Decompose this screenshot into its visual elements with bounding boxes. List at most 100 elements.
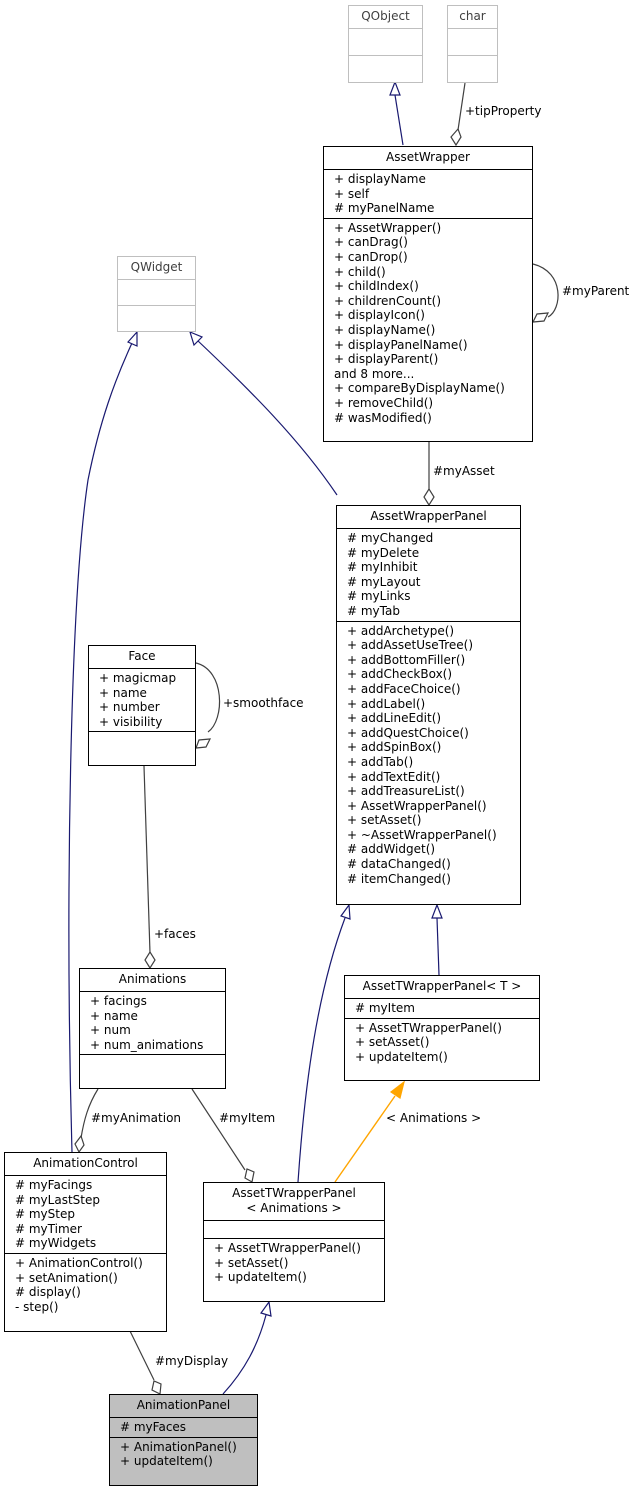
class-qwidget[interactable]: QWidget (117, 256, 196, 332)
attributes-section (204, 1220, 384, 1238)
aggregation-diamond (423, 487, 435, 507)
attribute: # myTab (347, 603, 400, 618)
attribute: + magicmap (99, 671, 177, 685)
edge-label-myasset: #myAsset (433, 464, 495, 478)
attribute: + num (90, 1023, 131, 1038)
inheritance-arrowhead (389, 80, 401, 96)
attribute: # myWidgets (15, 1236, 97, 1251)
method: + updateItem() (214, 1270, 307, 1285)
method: # display() (15, 1285, 81, 1300)
class-name: Face (128, 649, 156, 663)
method: + addSpinBox() (347, 740, 442, 755)
class-qobject[interactable]: QObject (348, 5, 423, 83)
class-name: char (459, 9, 486, 23)
edge-assetwrapperpanel-inherits-qwidget (196, 339, 338, 496)
edge-assetwrapper-inherits-qobject (394, 94, 404, 146)
attributes-section (349, 28, 422, 55)
edge-animationpanel-inherits-atwp (222, 1314, 267, 1395)
attribute: # myStep (15, 1207, 75, 1222)
attribute: # myLinks (347, 589, 411, 604)
edge-animationpanel-mydisplay (129, 1330, 155, 1381)
inheritance-arrowhead (340, 903, 351, 920)
edge-label-smoothface: +smoothface (223, 696, 304, 710)
attributes-section (118, 279, 195, 305)
template-arrowhead (389, 1080, 406, 1099)
attribute: + displayName (334, 172, 426, 186)
attributes-section (448, 28, 497, 55)
method: # wasModified() (334, 410, 432, 425)
class-assettwrapperpanel-t[interactable]: AssetTWrapperPanel< T ># myItem+ AssetTW… (344, 975, 540, 1081)
attribute: # myInhibit (347, 560, 418, 575)
method: + addAssetUseTree() (347, 638, 474, 653)
edge-atwp-t-inherits-assetwrapperpanel (436, 917, 440, 976)
method: + AnimationControl() (15, 1255, 143, 1270)
method: + addTreasureList() (347, 784, 465, 799)
attribute: + name (90, 1008, 138, 1023)
methods-section: + AssetWrapper()+ canDrag()+ canDrop()+ … (324, 217, 532, 441)
method: + child() (334, 264, 386, 279)
methods-section (80, 1054, 225, 1088)
class-animations[interactable]: Animations+ facings+ name+ num+ num_anim… (79, 968, 226, 1089)
class-char[interactable]: char (447, 5, 498, 83)
method: + displayParent() (334, 352, 439, 367)
attribute: # myLastStep (15, 1192, 100, 1207)
attribute: + facings (90, 994, 147, 1008)
attribute: # myFacings (15, 1178, 93, 1192)
methods-section: + AssetTWrapperPanel()+ setAsset()+ upda… (204, 1238, 384, 1301)
attribute: # myTimer (15, 1221, 82, 1236)
class-name: AssetWrapperPanel (370, 509, 487, 523)
inheritance-arrowhead (189, 330, 204, 347)
aggregation-diamond (244, 1168, 255, 1183)
method: + addFaceChoice() (347, 681, 461, 696)
class-name: AnimationControl (33, 1156, 138, 1170)
attribute: # myDelete (347, 545, 420, 560)
class-animationpanel[interactable]: AnimationPanel# myFaces+ AnimationPanel(… (109, 1394, 258, 1486)
method: + updateItem() (355, 1049, 448, 1064)
method: + addLabel() (347, 696, 426, 711)
class-name: AssetWrapper (386, 150, 470, 164)
method: + addArchetype() (347, 623, 455, 638)
method: + displayPanelName() (334, 337, 468, 352)
class-assetwrapperpanel[interactable]: AssetWrapperPanel # myChanged# myDelete# … (336, 505, 521, 905)
class-name: AssetTWrapperPanel < Animations > (232, 1186, 356, 1215)
inheritance-arrowhead (127, 330, 138, 347)
edge-label-myparent: #myParent (562, 284, 630, 298)
method: + addCheckBox() (347, 667, 453, 682)
attributes-section: # myFacings# myLastStep# myStep# myTimer… (5, 1175, 166, 1253)
class-assetwrapper[interactable]: AssetWrapper + displayName+ self# myPanel… (323, 146, 533, 442)
method: + addLineEdit() (347, 711, 442, 726)
edge-label-mydisplay: #myDisplay (155, 1354, 229, 1368)
method: + setAsset() (355, 1035, 430, 1050)
edge-face-smoothface (195, 662, 221, 733)
class-name: QObject (361, 9, 410, 23)
class-name: AssetTWrapperPanel< T > (362, 979, 522, 993)
inheritance-arrowhead (260, 1300, 272, 1317)
methods-section (118, 305, 195, 331)
attribute: # myPanelName (334, 201, 435, 216)
edge-label-myanimation: #myAnimation (91, 1111, 182, 1125)
methods-section: + AssetTWrapperPanel()+ setAsset()+ upda… (345, 1017, 539, 1080)
edge-template-instance (334, 1095, 396, 1183)
attribute: + number (99, 700, 160, 715)
inheritance-arrowhead (431, 903, 443, 919)
attributes-section: # myChanged# myDelete# myInhibit# myLayo… (337, 528, 520, 621)
aggregation-diamond (144, 950, 156, 970)
attribute: + visibility (99, 714, 163, 729)
method: # itemChanged() (347, 871, 451, 886)
aggregation-diamond (450, 127, 462, 147)
attributes-section: + displayName+ self# myPanelName (324, 169, 532, 218)
edge-animations-faces (143, 765, 151, 954)
class-face[interactable]: Face + magicmap+ name+ number+ visibility (88, 645, 196, 766)
method: + setAsset() (214, 1255, 289, 1270)
method: + canDrop() (334, 249, 408, 264)
method: + setAsset() (347, 813, 422, 828)
method: + displayIcon() (334, 308, 425, 323)
class-assettwrapperpanel-animations[interactable]: AssetTWrapperPanel < Animations > + Asset… (203, 1182, 385, 1302)
aggregation-diamond (531, 312, 550, 323)
attributes-section: + magicmap+ name+ number+ visibility (89, 668, 195, 731)
class-animationcontrol[interactable]: AnimationControl# myFacings# myLastStep#… (4, 1152, 167, 1332)
method: + AnimationPanel() (120, 1439, 237, 1454)
aggregation-diamond (74, 1134, 85, 1154)
method: + compareByDisplayName() (334, 381, 505, 396)
edge-char-tipproperty (457, 82, 466, 131)
